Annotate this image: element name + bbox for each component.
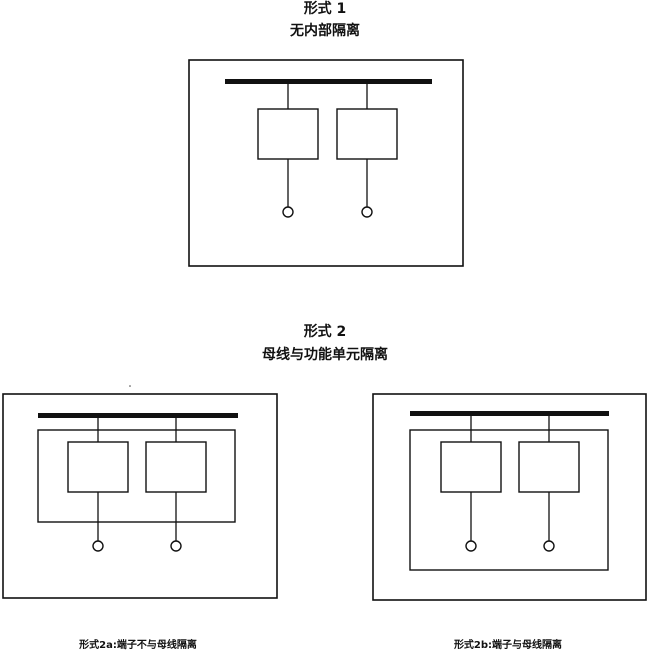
form2-title: 形式 2 — [303, 324, 347, 340]
form2b-terminal-2 — [543, 540, 555, 552]
form2b-diagram — [372, 393, 647, 601]
form1-diagram — [188, 59, 464, 267]
form2a-enclosure — [2, 393, 278, 599]
form2a-diagram — [2, 393, 278, 599]
form2a-busbar — [38, 413, 238, 418]
form1-title: 形式 1 — [303, 1, 347, 17]
form2b-busbar — [410, 411, 609, 416]
form2a-terminal-2 — [170, 540, 182, 552]
form1-functional-unit-1 — [257, 108, 319, 160]
form2b-terminal-1 — [465, 540, 477, 552]
form2a-terminal-1 — [92, 540, 104, 552]
form1-terminal-2 — [361, 206, 373, 218]
form2a-caption: 形式2a:端子不与母线隔离 — [79, 640, 197, 651]
form2a-unit-compartment — [37, 429, 236, 523]
form2-subtitle: 母线与功能单元隔离 — [262, 347, 388, 363]
form1-functional-unit-2 — [336, 108, 398, 160]
form1-subtitle: 无内部隔离 — [290, 23, 360, 39]
form2b-functional-unit-1 — [440, 441, 502, 493]
form2a-functional-unit-1 — [67, 441, 129, 493]
form2b-functional-unit-2 — [518, 441, 580, 493]
stray-dot — [129, 385, 131, 387]
form1-terminal-1 — [282, 206, 294, 218]
form2b-caption: 形式2b:端子与母线隔离 — [453, 640, 563, 651]
form2b-enclosure — [372, 393, 647, 601]
form1-enclosure — [188, 59, 464, 267]
form1-busbar — [225, 79, 432, 84]
form2b-unit-compartment — [409, 429, 609, 571]
form2a-functional-unit-2 — [145, 441, 207, 493]
